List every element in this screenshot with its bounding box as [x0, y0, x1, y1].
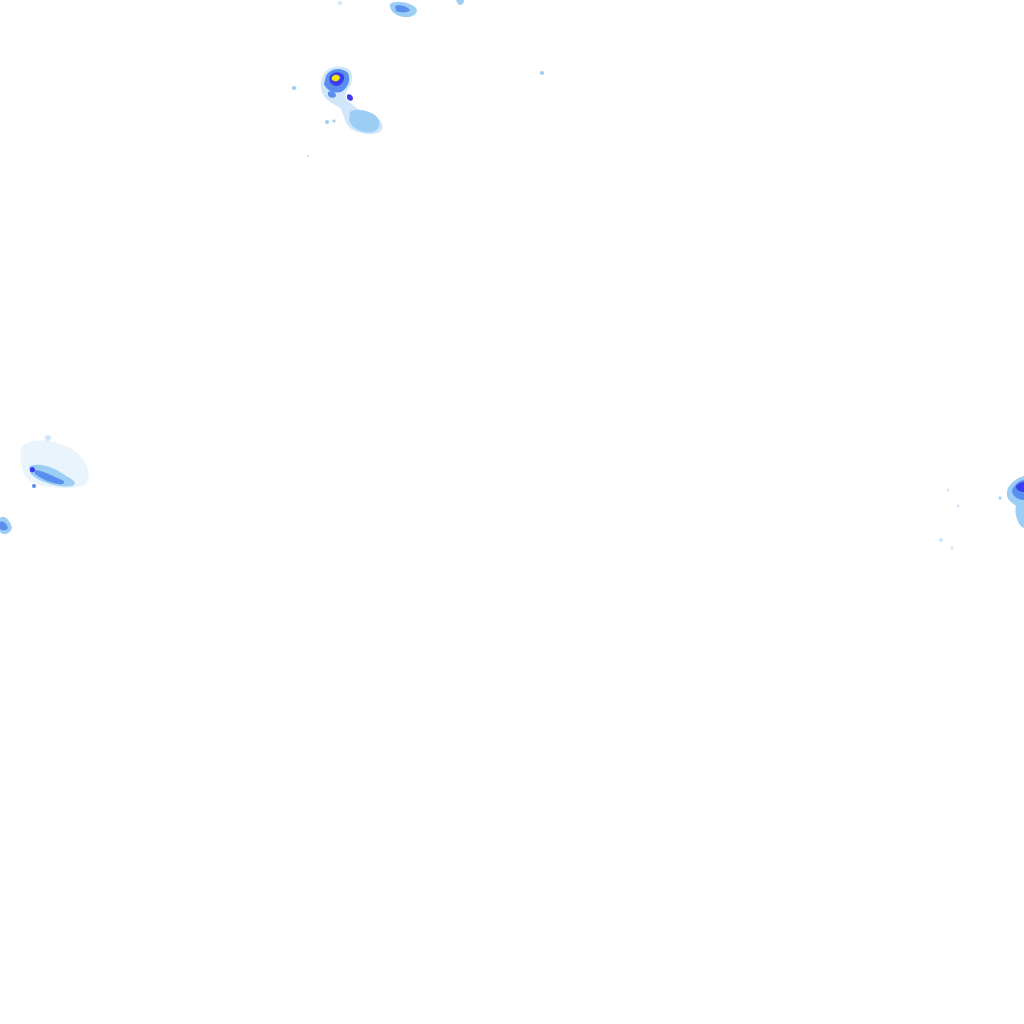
- rain-echo: [332, 119, 336, 123]
- rain-echo: [349, 109, 380, 133]
- precipitation-cell-main: [292, 66, 544, 158]
- rain-echo: [34, 470, 65, 485]
- precipitation-cell-east: [939, 476, 1024, 550]
- rain-echo: [325, 120, 329, 124]
- rain-echo: [998, 496, 1002, 500]
- rain-echo: [456, 0, 464, 5]
- rain-echo: [0, 521, 8, 531]
- rain-echo: [331, 74, 340, 82]
- rain-echo: [292, 86, 296, 90]
- rain-echo: [347, 94, 353, 101]
- rain-echo: [395, 5, 410, 13]
- rain-echo: [540, 71, 544, 75]
- precipitation-cell-west: [0, 435, 89, 535]
- rain-echo: [45, 435, 51, 441]
- rain-echo: [1016, 482, 1024, 492]
- rain-echo: [30, 466, 35, 473]
- rain-echo: [946, 488, 950, 492]
- rain-echo: [306, 154, 310, 158]
- rain-echo: [956, 504, 960, 508]
- precipitation-cell-top: [338, 0, 464, 18]
- rain-echo: [338, 1, 342, 5]
- rain-echo: [328, 91, 336, 98]
- rain-echo: [950, 546, 954, 550]
- rain-echo: [32, 484, 36, 488]
- rain-echo: [939, 538, 943, 542]
